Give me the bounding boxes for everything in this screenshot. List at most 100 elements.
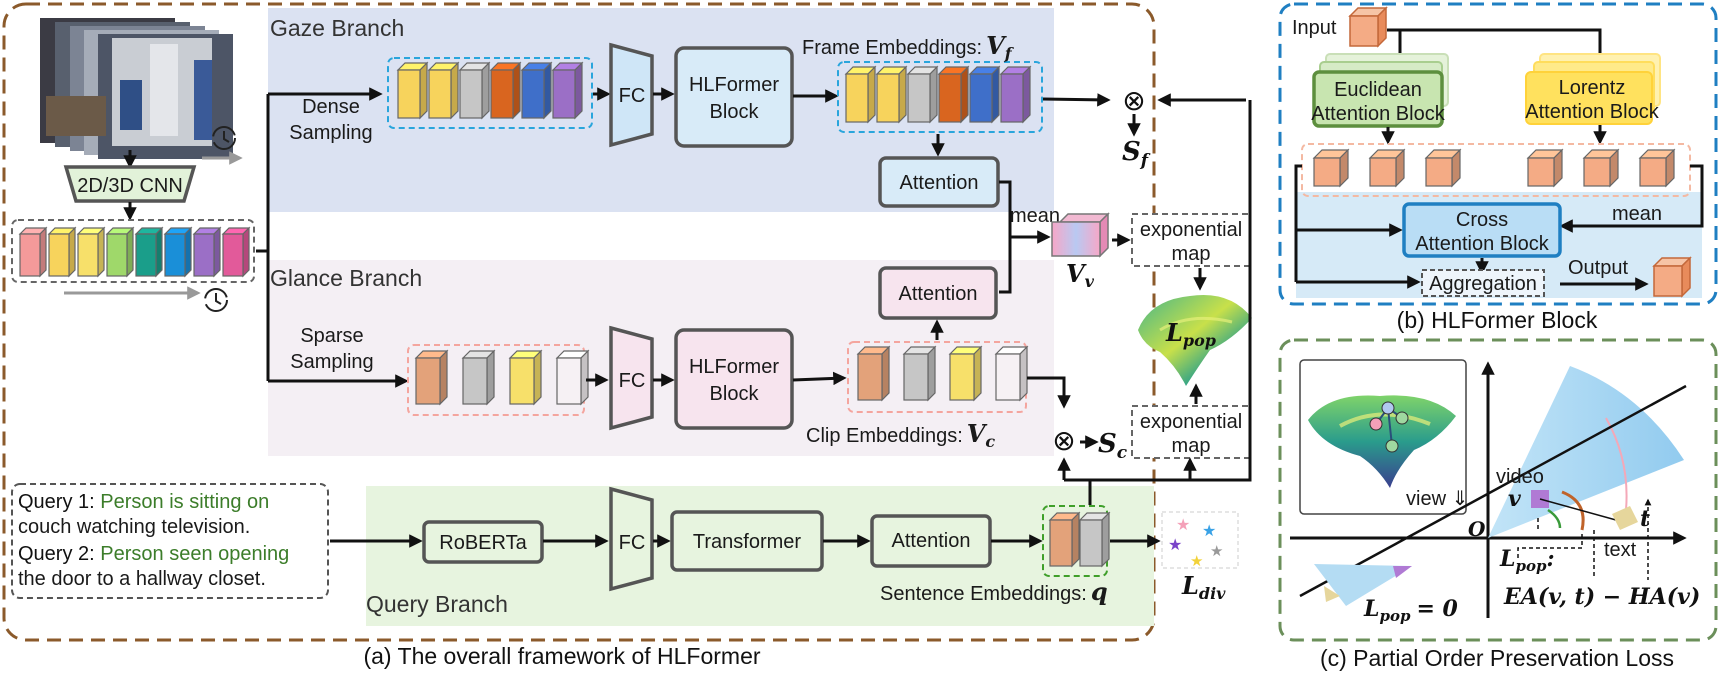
embedding-cube <box>556 357 582 405</box>
embedding-cube <box>397 69 421 119</box>
embedding-cube <box>1527 157 1555 187</box>
ldiv-stars: ★ ★ ★ ★ ★ <box>1168 517 1223 570</box>
vv-symbol: Vv <box>1066 259 1095 291</box>
mean-label: mean <box>1010 205 1060 227</box>
embedding-cube <box>450 61 459 120</box>
clip-embedding-cubes <box>856 345 1029 402</box>
embedding-cube <box>135 233 157 277</box>
embedding-cube <box>845 73 869 123</box>
output-cube <box>1652 256 1692 298</box>
embedding-cube <box>222 233 244 277</box>
cnn-block <box>63 165 197 203</box>
query-attention <box>870 514 992 568</box>
frame-embeddings-group <box>837 61 1043 133</box>
query-fc-label: FC <box>619 532 646 554</box>
gaze-input-cubes <box>396 61 584 120</box>
svg-text:★: ★ <box>1176 517 1190 534</box>
embedding-cube <box>19 233 41 277</box>
embedding-cube <box>77 233 99 277</box>
panel-b-caption: (b) HLFormer Block <box>1397 307 1598 333</box>
glance-input-cubes <box>414 349 590 406</box>
embedding-cube <box>486 349 495 406</box>
embedding-cube <box>969 73 993 123</box>
query-text-box <box>11 483 329 599</box>
embedding-cube <box>927 345 936 402</box>
aggregation-box <box>1421 269 1545 297</box>
panel-a-caption: (a) The overall framework of HLFormer <box>363 643 760 669</box>
video-frames-image <box>40 18 233 159</box>
feature-group <box>11 219 255 283</box>
embedding-cube <box>521 69 545 119</box>
roberta-block <box>422 520 544 564</box>
embedding-cube <box>1583 157 1611 187</box>
block-feature-cubes <box>1312 148 1676 188</box>
embedding-cube <box>48 233 70 277</box>
query-2: Query 2: Person seen opening <box>18 543 289 565</box>
output-label: Output <box>1568 257 1628 279</box>
glance-attention-label: Attention <box>899 283 978 305</box>
embedding-cube <box>155 226 163 278</box>
lpop-symbol-c: Lpop: <box>1499 546 1555 575</box>
embedding-cube <box>907 73 931 123</box>
roberta-label: RoBERTa <box>439 532 527 554</box>
transformer-label: Transformer <box>693 531 802 553</box>
embedding-cube <box>929 65 938 124</box>
t-symbol: t <box>1640 506 1650 532</box>
svg-text:★: ★ <box>1202 523 1216 540</box>
text-label: text <box>1604 539 1637 561</box>
embedding-cube <box>68 226 76 278</box>
lpop-formula: EA(v, t) − HA(v) <box>1503 584 1700 610</box>
glance-hlformer-block <box>674 328 794 430</box>
origin-label: O <box>1468 517 1486 541</box>
embedding-cube <box>97 226 105 278</box>
text-point <box>1612 506 1638 530</box>
embedding-cube <box>1369 157 1397 187</box>
score-sf: Sf <box>1122 137 1151 171</box>
glance-branch-title: Glance Branch <box>270 265 422 291</box>
lorentz-block <box>1525 53 1661 125</box>
embedding-cube <box>876 73 900 123</box>
ldiv-box <box>1161 511 1239 569</box>
embedding-cube <box>106 233 128 277</box>
embedding-cube <box>512 61 521 120</box>
mean-label-b: mean <box>1612 203 1662 225</box>
embedding-cube <box>481 61 490 120</box>
v-symbol: v <box>1508 486 1521 512</box>
otimes-bottom: ⊗ <box>1052 425 1075 456</box>
video-label: video <box>1496 466 1544 488</box>
score-sc: Sc <box>1098 429 1128 463</box>
frame-embeddings-label: Frame Embeddings:Vf <box>802 31 1015 63</box>
embedding-cube <box>991 65 1000 124</box>
embedding-cube <box>490 69 514 119</box>
embedding-cube <box>1019 345 1028 402</box>
transformer-block <box>670 510 824 572</box>
ldiv-symbol: Ldiv <box>1181 571 1226 603</box>
embedding-cube <box>574 61 583 120</box>
embedding-cube <box>903 353 929 401</box>
otimes-top: ⊗ <box>1122 85 1145 116</box>
embedding-cube <box>580 349 589 406</box>
glance-fc-label: FC <box>619 370 646 392</box>
svg-text:★: ★ <box>1210 543 1223 560</box>
svg-text:★: ★ <box>1168 537 1182 554</box>
leader-2 <box>1517 534 1583 558</box>
glance-fc <box>609 325 654 431</box>
lpop-zero: Lpop= 0 <box>1363 596 1459 625</box>
embedding-cube <box>1049 519 1073 567</box>
euclid-block <box>1312 53 1449 128</box>
embedding-cube <box>126 226 134 278</box>
embedding-cube <box>857 353 883 401</box>
embedding-cube <box>898 65 907 124</box>
exp-map-top <box>1131 213 1251 267</box>
inset-surface <box>1308 395 1456 488</box>
embedding-cube <box>1101 511 1110 568</box>
diagonal-line <box>1299 384 1687 598</box>
query-fc <box>609 486 654 592</box>
panel-c-frame <box>1278 338 1718 642</box>
